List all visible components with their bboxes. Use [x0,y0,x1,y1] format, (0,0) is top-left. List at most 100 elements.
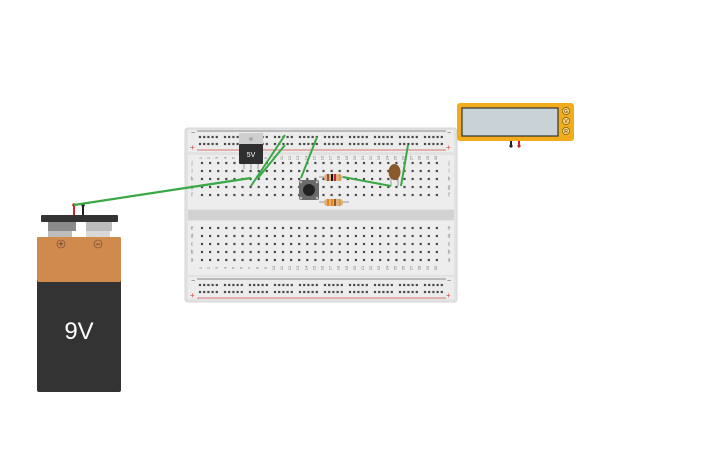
breadboard-hole[interactable] [338,193,341,197]
breadboard-hole[interactable] [338,161,341,165]
rail-hole[interactable] [407,135,410,139]
breadboard-hole[interactable] [225,177,228,181]
breadboard-hole[interactable] [371,234,374,238]
breadboard-hole[interactable] [371,250,374,254]
rail-hole[interactable] [286,135,289,139]
breadboard-hole[interactable] [217,234,220,238]
rail-hole[interactable] [390,283,393,287]
rail-hole[interactable] [307,283,310,287]
rail-hole[interactable] [278,290,281,294]
breadboard-hole[interactable] [387,250,390,254]
breadboard-hole[interactable] [338,226,341,230]
rail-hole[interactable] [311,142,314,146]
rail-hole[interactable] [198,283,202,287]
rail-hole[interactable] [440,135,443,139]
rail-hole[interactable] [403,290,406,294]
breadboard-hole[interactable] [322,193,325,197]
breadboard-hole[interactable] [281,234,285,238]
rail-hole[interactable] [232,142,235,146]
breadboard-hole[interactable] [338,258,341,262]
breadboard-hole[interactable] [257,234,260,238]
breadboard-hole[interactable] [330,169,333,173]
rail-hole[interactable] [315,142,318,146]
breadboard-hole[interactable] [435,242,438,246]
breadboard-hole[interactable] [362,250,366,254]
rail-hole[interactable] [286,283,289,287]
rail-hole[interactable] [232,283,235,287]
rail-hole[interactable] [298,142,302,146]
breadboard-hole[interactable] [209,234,212,238]
rail-hole[interactable] [298,290,302,294]
breadboard-hole[interactable] [371,242,374,246]
breadboard-hole[interactable] [200,250,204,254]
rail-hole[interactable] [436,290,439,294]
breadboard-hole[interactable] [419,185,422,189]
breadboard-hole[interactable] [265,250,268,254]
breadboard-hole[interactable] [200,177,204,181]
breadboard-hole[interactable] [322,258,325,262]
rail-hole[interactable] [273,135,277,139]
breadboard-hole[interactable] [298,250,301,254]
rail-hole[interactable] [315,283,318,287]
breadboard-hole[interactable] [379,226,382,230]
breadboard-hole[interactable] [265,177,268,181]
rail-hole[interactable] [407,283,410,287]
rail-hole[interactable] [290,290,293,294]
breadboard-hole[interactable] [306,177,309,181]
rail-hole[interactable] [265,290,268,294]
rail-hole[interactable] [428,142,431,146]
rail-hole[interactable] [232,135,235,139]
breadboard-hole[interactable] [281,161,285,165]
battery-9v[interactable]: + − 9V [37,203,121,392]
breadboard-hole[interactable] [346,177,349,181]
breadboard-hole[interactable] [298,258,301,262]
breadboard-hole[interactable] [314,234,317,238]
wire-regulator-out-1[interactable] [250,134,286,187]
breadboard-hole[interactable] [217,258,220,262]
rail-hole[interactable] [340,290,343,294]
breadboard-hole[interactable] [209,226,212,230]
breadboard-hole[interactable] [225,226,228,230]
rail-hole[interactable] [198,135,202,139]
breadboard-hole[interactable] [290,161,293,165]
breadboard-hole[interactable] [362,234,366,238]
breadboard-hole[interactable] [322,250,325,254]
breadboard-hole[interactable] [273,177,276,181]
wire-button-to-rail[interactable] [300,136,318,179]
breadboard-hole[interactable] [217,161,220,165]
rail-hole[interactable] [403,135,406,139]
breadboard-hole[interactable] [281,242,285,246]
breadboard-hole[interactable] [298,177,301,181]
breadboard-hole[interactable] [354,250,357,254]
breadboard-hole[interactable] [209,185,212,189]
breadboard-hole[interactable] [233,169,236,173]
rail-hole[interactable] [303,290,306,294]
breadboard-hole[interactable] [338,242,341,246]
breadboard-hole[interactable] [257,250,260,254]
breadboard-hole[interactable] [257,226,260,230]
breadboard-hole[interactable] [427,234,430,238]
breadboard[interactable]: − + − + − + − + 112233445566778899101011… [184,127,458,303]
rail-hole[interactable] [357,290,360,294]
breadboard-hole[interactable] [354,169,357,173]
breadboard-hole[interactable] [411,234,414,238]
breadboard-hole[interactable] [395,250,398,254]
breadboard-hole[interactable] [249,185,252,189]
breadboard-hole[interactable] [281,193,285,197]
rail-hole[interactable] [236,142,239,146]
rail-hole[interactable] [215,135,218,139]
breadboard-hole[interactable] [233,185,236,189]
breadboard-hole[interactable] [379,242,382,246]
rail-hole[interactable] [340,283,343,287]
breadboard-hole[interactable] [241,226,244,230]
breadboard-hole[interactable] [435,234,438,238]
breadboard-hole[interactable] [314,250,317,254]
breadboard-hole[interactable] [265,185,268,189]
breadboard-hole[interactable] [387,185,390,189]
rail-hole[interactable] [361,290,364,294]
rail-hole[interactable] [228,135,231,139]
rail-hole[interactable] [198,290,202,294]
rail-hole[interactable] [353,135,356,139]
rail-hole[interactable] [378,290,381,294]
rail-hole[interactable] [378,283,381,287]
